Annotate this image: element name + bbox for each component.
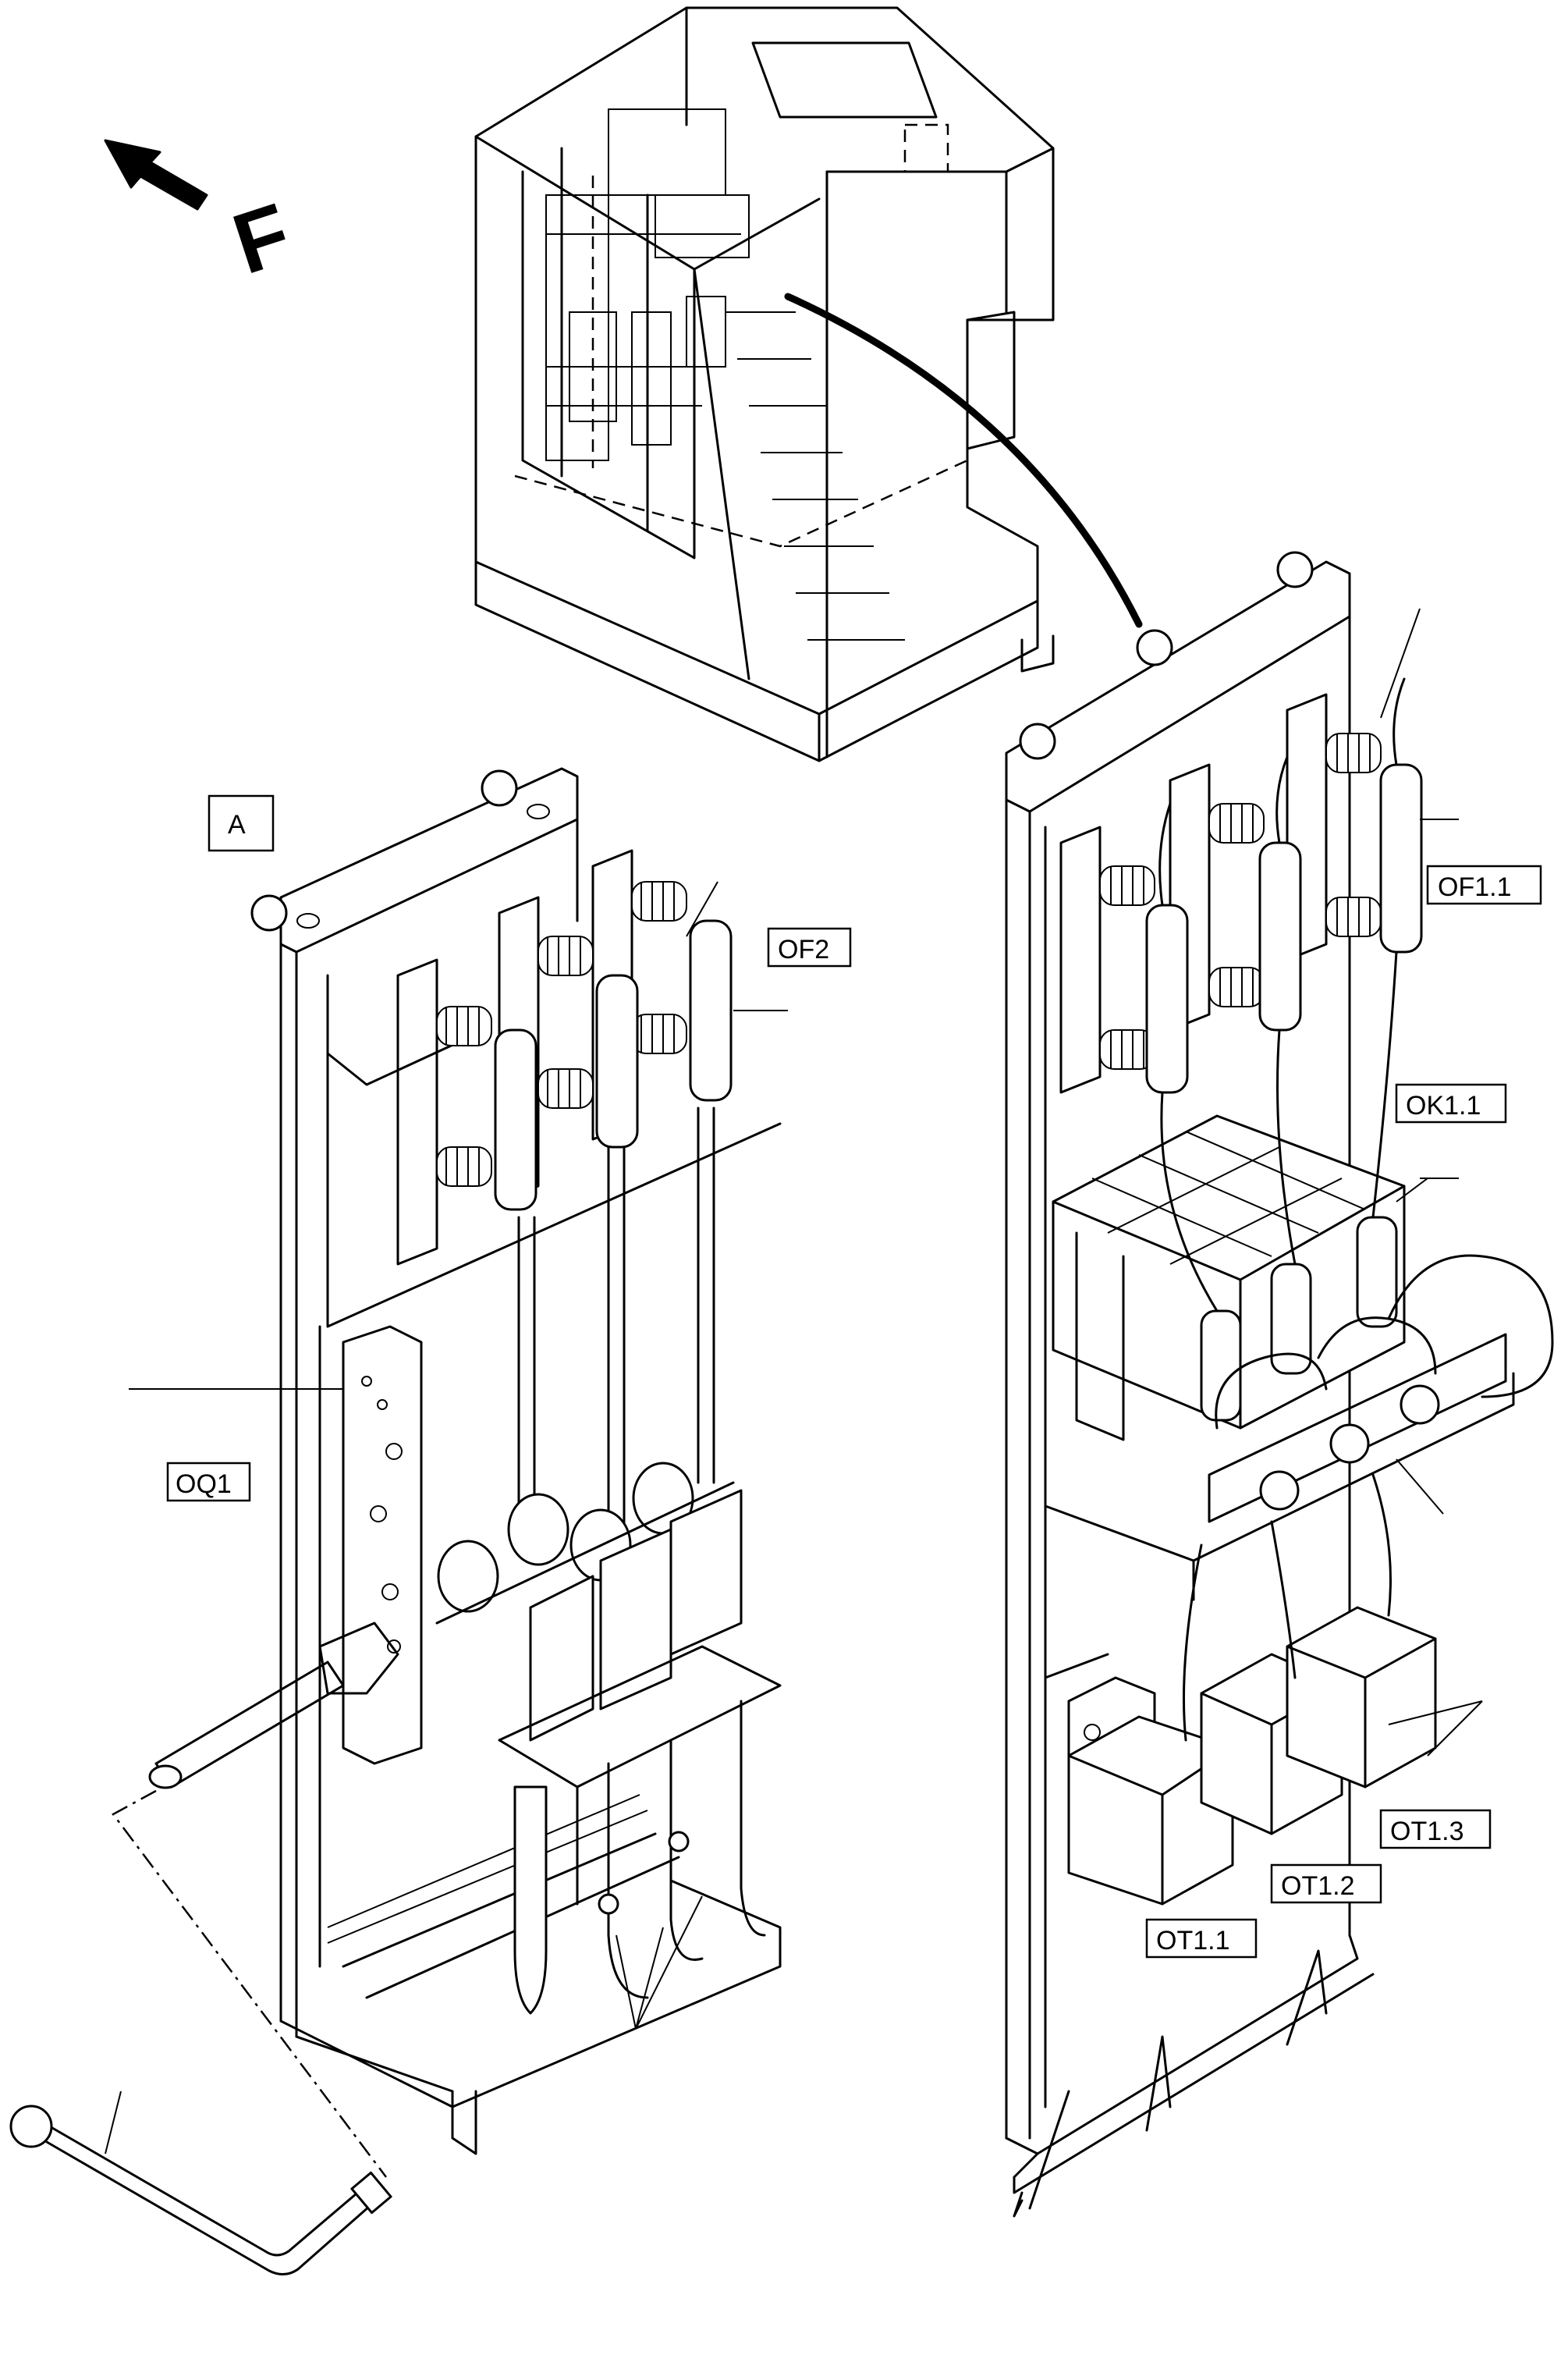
label-of2-text: OF2: [778, 935, 829, 964]
right-fuse-assembly: [1059, 608, 1459, 1094]
label-ot1-2: OT1.2: [1270, 1863, 1382, 1904]
detail-marker-text: A: [228, 810, 246, 840]
label-of1-1: OF1.1: [1426, 865, 1542, 905]
label-of2: OF2: [767, 927, 852, 968]
label-oq1-text: OQ1: [176, 1469, 232, 1499]
label-of1-1-text: OF1.1: [1438, 872, 1511, 902]
left-switch-assembly: [129, 1325, 782, 2030]
right-transformer-assembly: [1067, 1473, 1483, 1906]
cabinet-overview: [474, 6, 1055, 762]
direction-letter: F: [222, 185, 302, 293]
operating-handle: [9, 1789, 392, 2275]
label-ok1-1: OK1.1: [1395, 1083, 1507, 1124]
right-contactor-assembly: [1052, 950, 1554, 1523]
label-oq1: OQ1: [166, 1462, 251, 1502]
front-direction-arrow: F: [104, 139, 302, 293]
label-ot1-1-text: OT1.1: [1156, 1926, 1229, 1956]
detail-marker-a: A: [208, 794, 275, 852]
label-ot1-3: OT1.3: [1379, 1809, 1492, 1849]
label-ot1-2-text: OT1.2: [1281, 1871, 1354, 1901]
right-cabinet-frame: [1005, 551, 1515, 2218]
left-fuse-assembly: [396, 849, 788, 1547]
label-ot1-3-text: OT1.3: [1390, 1817, 1463, 1846]
label-ot1-1: OT1.1: [1145, 1918, 1258, 1959]
detail-leader-curve: [784, 293, 1143, 628]
label-ok1-1-text: OK1.1: [1406, 1091, 1481, 1121]
